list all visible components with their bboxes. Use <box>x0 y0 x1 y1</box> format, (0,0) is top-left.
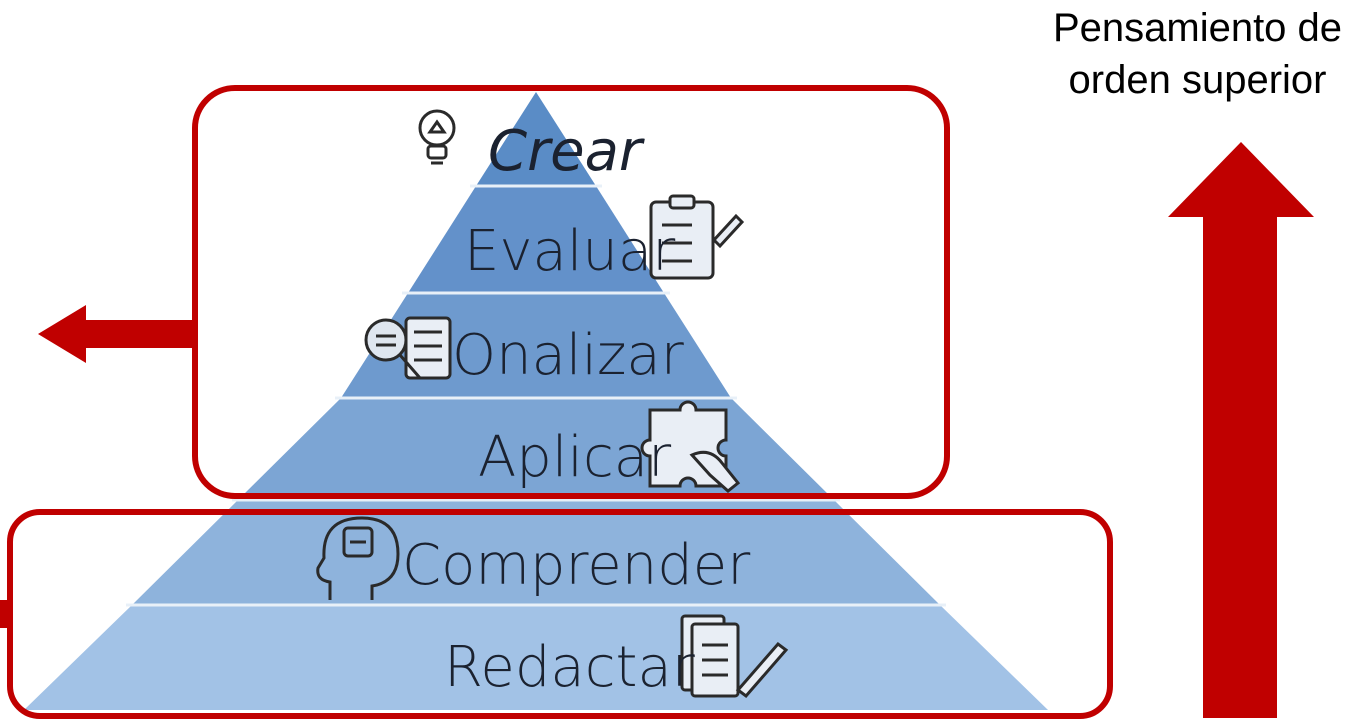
pyramid-band-crear <box>476 92 596 186</box>
higher-order-line1: Pensamiento de <box>1052 6 1343 50</box>
left-arrow <box>38 305 196 363</box>
higher-order-line2: orden superior <box>1068 58 1327 102</box>
level-label-redactar: Redactar <box>444 635 695 700</box>
pyramid-dividers <box>126 184 946 607</box>
higher-order-thinking-label: Pensamiento de orden superior <box>1010 2 1368 106</box>
checklist-clipboard-icon <box>649 194 745 280</box>
pyramid-band-redactar <box>24 605 1048 710</box>
lower-left-arrow-stub <box>0 600 10 628</box>
level-label-comprender: Comprender <box>402 533 750 598</box>
level-label-evaluar: Evaluar <box>464 219 675 284</box>
level-label-analizar: Onalizar <box>452 323 684 388</box>
documents-pen-icon <box>680 614 789 699</box>
lightbulb-icon <box>418 109 456 165</box>
up-arrow <box>1168 142 1314 718</box>
higher-order-group-box <box>192 85 950 499</box>
pyramid-band-evaluar <box>408 186 664 293</box>
level-label-aplicar: Aplicar <box>478 425 671 490</box>
head-idea-icon <box>316 516 400 600</box>
level-label-crear: Crear <box>488 119 645 184</box>
puzzle-hand-icon <box>640 400 741 493</box>
pyramid <box>24 92 1048 710</box>
magnifier-document-icon <box>364 316 452 380</box>
